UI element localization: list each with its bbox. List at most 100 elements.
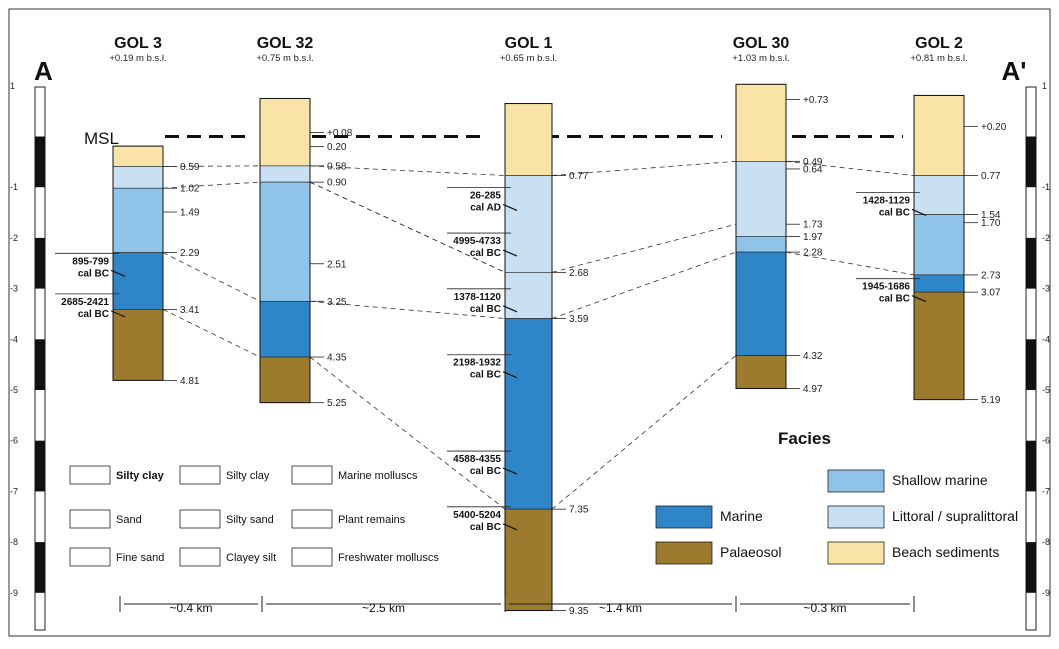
correlation-line xyxy=(162,181,261,189)
facies-unit-shallow xyxy=(913,214,965,276)
section-label-right: A' xyxy=(1002,56,1027,86)
depth-label: 5.25 xyxy=(327,398,347,409)
depth-label: 0.20 xyxy=(327,142,347,153)
radiocarbon-date: 1945-1686 xyxy=(862,282,910,293)
radiocarbon-date: 26-285 xyxy=(470,190,502,201)
core-gol-3: GOL 3+0.19 m b.s.l.0.591.021.492.293.414… xyxy=(55,35,200,387)
facies-unit-beach xyxy=(504,103,553,176)
facies-unit-palaeosol xyxy=(913,291,965,400)
radiocarbon-date: 4995-4733 xyxy=(453,236,501,247)
facies-unit-palaeosol xyxy=(112,309,164,381)
distance-label: ~2.5 km xyxy=(362,601,405,615)
scale-tick-label: -4 xyxy=(1042,334,1050,344)
facies-swatch-palaeosol xyxy=(655,541,713,565)
facies-title: Facies xyxy=(778,429,831,448)
date-pointer xyxy=(502,203,518,211)
depth-label: 2.29 xyxy=(180,248,200,259)
lithology-swatch xyxy=(69,547,111,567)
date-pointer xyxy=(110,310,126,318)
lithology-label: Sand xyxy=(116,514,142,526)
scale-segment xyxy=(35,136,45,188)
date-pointer xyxy=(502,523,518,531)
correlation-line xyxy=(551,160,737,176)
radiocarbon-date-unit: cal AD xyxy=(470,202,501,213)
radiocarbon-date-unit: cal BC xyxy=(470,248,501,259)
correlation-line xyxy=(785,160,915,176)
depth-label: +0.73 xyxy=(803,95,829,106)
lithology-swatch xyxy=(179,465,221,485)
core-name: GOL 1 xyxy=(505,35,553,52)
correlation-line xyxy=(162,309,261,358)
scale-tick-label: -5 xyxy=(10,385,18,395)
facies-unit-marine xyxy=(913,274,965,293)
scale-tick-label: -4 xyxy=(10,334,18,344)
core-gol-2: GOL 2+0.81 m b.s.l.+0.200.771.541.702.73… xyxy=(856,35,1007,406)
facies-unit-beach xyxy=(112,145,164,167)
date-pointer xyxy=(911,295,927,303)
radiocarbon-date-unit: cal BC xyxy=(470,466,501,477)
date-pointer xyxy=(502,371,518,379)
depth-label: 1.70 xyxy=(981,218,1001,229)
facies-swatch-marine xyxy=(655,505,713,529)
scale-segment xyxy=(1026,237,1036,289)
facies-label-marine: Marine xyxy=(720,508,763,524)
date-pointer xyxy=(502,467,518,475)
lithology-label: Plant remains xyxy=(338,514,406,526)
core-name: GOL 32 xyxy=(257,35,314,52)
radiocarbon-date-unit: cal BC xyxy=(78,309,109,320)
lithology-swatch xyxy=(291,509,333,529)
depth-label: 3.25 xyxy=(327,297,347,308)
core-elevation: +1.03 m b.s.l. xyxy=(732,53,789,64)
scale-segment xyxy=(1026,440,1036,492)
facies-unit-littoral xyxy=(913,175,965,215)
lithology-swatch xyxy=(69,465,111,485)
depth-label: 1.02 xyxy=(180,184,200,195)
lithology-label: Fine sand xyxy=(116,552,164,564)
core-gol-30: GOL 30+1.03 m b.s.l.+0.730.490.641.731.9… xyxy=(732,35,828,395)
depth-label: 0.59 xyxy=(180,162,200,173)
scale-segment xyxy=(35,542,45,593)
lithology-swatch xyxy=(291,465,333,485)
radiocarbon-date: 2198-1932 xyxy=(453,358,501,369)
depth-label: 3.41 xyxy=(180,305,200,316)
facies-unit-littoral xyxy=(112,166,164,189)
facies-unit-marine xyxy=(112,252,164,310)
scale-tick-label: -6 xyxy=(1042,436,1050,446)
core-name: GOL 2 xyxy=(915,35,963,52)
depth-label: 0.77 xyxy=(981,171,1001,182)
facies-unit-beach xyxy=(913,95,965,176)
radiocarbon-date-unit: cal BC xyxy=(879,294,910,305)
depth-label: +0.08 xyxy=(327,128,353,139)
lithology-label: Marine molluscs xyxy=(338,470,418,482)
correlation-line xyxy=(162,165,261,167)
depth-label: 2.51 xyxy=(327,259,347,270)
core-gol-1: GOL 1+0.65 m b.s.l.0.772.683.597.359.352… xyxy=(447,35,589,617)
core-outline xyxy=(504,103,553,612)
scale-segment xyxy=(1026,542,1036,593)
facies-unit-palaeosol xyxy=(735,355,787,389)
radiocarbon-date: 895-799 xyxy=(72,256,109,267)
core-elevation: +0.75 m b.s.l. xyxy=(256,53,313,64)
facies-label-palaeosol: Palaeosol xyxy=(720,544,782,560)
depth-label: 9.35 xyxy=(569,606,589,617)
radiocarbon-date: 5400-5204 xyxy=(453,510,501,521)
scale-tick-label: -3 xyxy=(10,284,18,294)
lithology-swatch xyxy=(179,509,221,529)
depth-label: 0.77 xyxy=(569,171,589,182)
correlation-line xyxy=(309,165,506,176)
core-name: GOL 30 xyxy=(733,35,790,52)
correlation-line xyxy=(551,355,737,510)
scale-segment xyxy=(35,339,45,390)
correlation-line xyxy=(551,223,737,273)
scale-tick-label: -1 xyxy=(1042,182,1050,192)
scale-tick-label: -6 xyxy=(10,436,18,446)
core-name: GOL 3 xyxy=(114,35,162,52)
depth-label: 1.73 xyxy=(803,220,823,231)
distance-label: ~1.4 km xyxy=(599,601,642,615)
scale-tick-label: -7 xyxy=(10,486,18,496)
scale-tick-label: 1 xyxy=(1042,81,1047,91)
facies-unit-palaeosol xyxy=(259,356,311,403)
facies-unit-marine xyxy=(504,318,553,510)
